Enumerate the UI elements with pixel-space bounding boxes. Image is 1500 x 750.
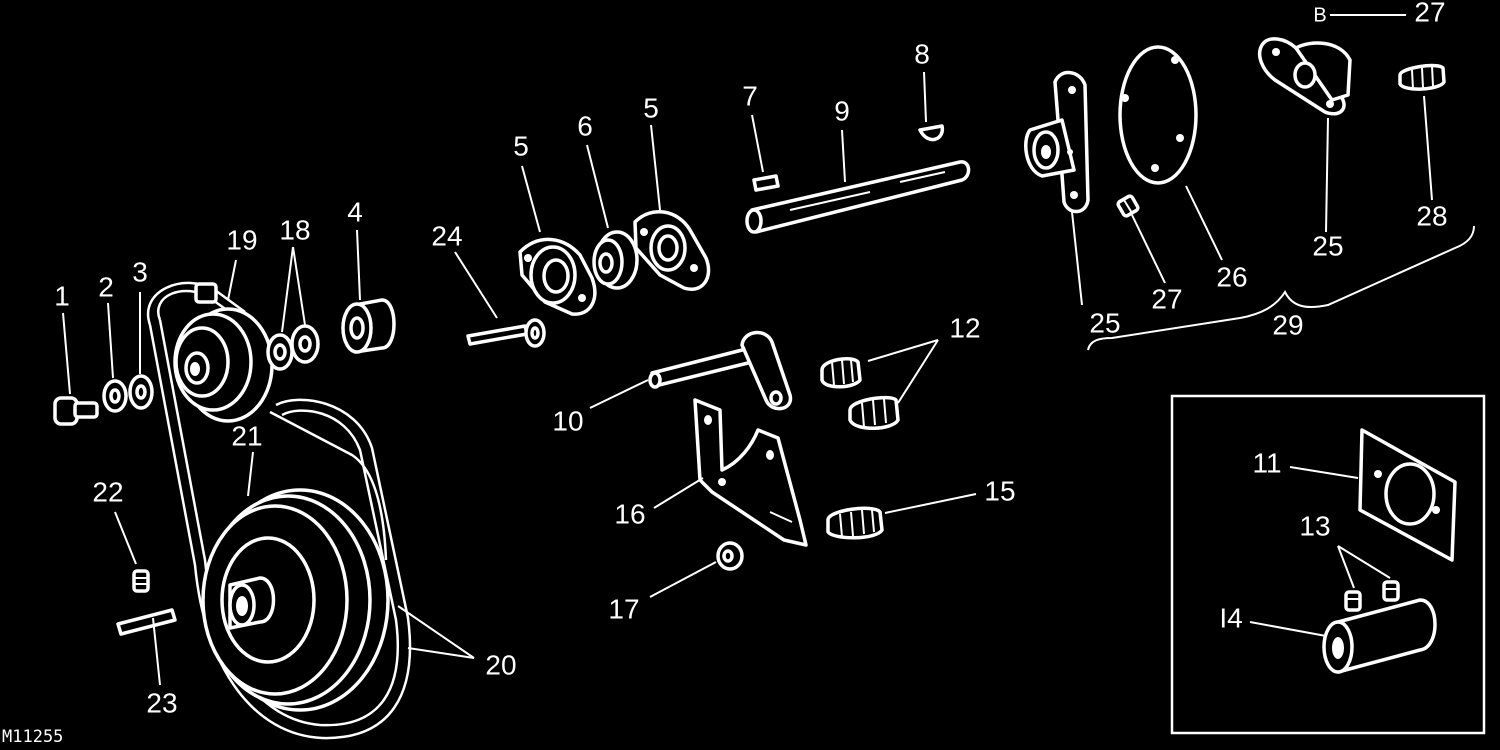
part-18-collars [266, 324, 320, 371]
callout-27-marker: B [1313, 4, 1326, 26]
callout-29: 29 [1272, 309, 1303, 340]
callout-27-upper: 27 [1414, 0, 1445, 27]
callout-labels: 1 2 3 4 5 5 6 7 8 9 10 11 12 13 I4 15 16… [54, 0, 1447, 718]
callout-9: 9 [834, 95, 850, 126]
part-1-cap-screw [53, 396, 99, 426]
callout-12: 12 [949, 312, 980, 343]
callout-8: 8 [914, 38, 930, 69]
part-26-gasket [1118, 45, 1198, 185]
callout-26: 26 [1216, 261, 1247, 292]
part-25-flange-right [1257, 37, 1352, 116]
callout-18: 18 [279, 214, 310, 245]
callout-16: 16 [614, 498, 645, 529]
callout-1: 1 [54, 280, 70, 311]
part-8-woodruff-key [918, 124, 944, 142]
callout-25-left: 25 [1089, 307, 1120, 338]
callout-27-lower: 27 [1151, 283, 1182, 314]
part-4-bushing [341, 298, 396, 354]
callout-13: 13 [1299, 510, 1330, 541]
callout-5-first: 5 [513, 130, 529, 161]
part-28-fitting [1398, 63, 1446, 91]
callout-28: 28 [1416, 200, 1447, 231]
figure-code: M11255 [2, 727, 63, 747]
part-13-set-screws [1344, 580, 1400, 612]
part-17-nut [716, 541, 744, 571]
part-11-plate [1358, 428, 1457, 562]
callout-19: 19 [226, 224, 257, 255]
part-16-bracket [693, 398, 808, 547]
callout-5-second: 5 [643, 92, 659, 123]
part-3-washer [128, 374, 154, 410]
part-15-spring [826, 506, 884, 540]
callout-4: 4 [347, 196, 363, 227]
part-27-set-screw-lower [1116, 194, 1140, 218]
part-19-upper-pulley [173, 282, 274, 423]
callout-24: 24 [431, 220, 462, 251]
callout-2: 2 [98, 271, 114, 302]
part-22-set-screw [132, 569, 150, 593]
callout-21: 21 [231, 420, 262, 451]
part-21-lower-pulley [201, 488, 390, 712]
part-6-bearing [592, 230, 639, 290]
part-23-key [116, 608, 177, 636]
part-10-crank-arm [648, 330, 793, 411]
leader-lines [62, 14, 1475, 686]
callout-17: 17 [608, 593, 639, 624]
part-2-lock-washer [102, 379, 128, 413]
part-5-bearing-flange-left [518, 237, 597, 316]
part-14-sleeve [1322, 598, 1437, 674]
callout-7: 7 [742, 80, 758, 111]
part-25-flange-left [1024, 70, 1090, 214]
inset-detail [1170, 394, 1486, 735]
callout-25-right: 25 [1312, 230, 1343, 261]
callout-3: 3 [132, 256, 148, 287]
callout-10: 10 [552, 405, 583, 436]
callout-23: 23 [146, 687, 177, 718]
callout-15: 15 [984, 475, 1015, 506]
callout-6: 6 [577, 110, 593, 141]
part-9-shaft [745, 160, 971, 234]
part-12-springs [820, 357, 900, 430]
part-24-pin [466, 318, 546, 348]
part-5-bearing-flange-right [633, 210, 711, 291]
callout-14: I4 [1219, 602, 1242, 633]
callout-22: 22 [92, 476, 123, 507]
part-7-key [752, 174, 780, 192]
callout-20: 20 [485, 649, 516, 680]
callout-11: 11 [1252, 447, 1281, 478]
